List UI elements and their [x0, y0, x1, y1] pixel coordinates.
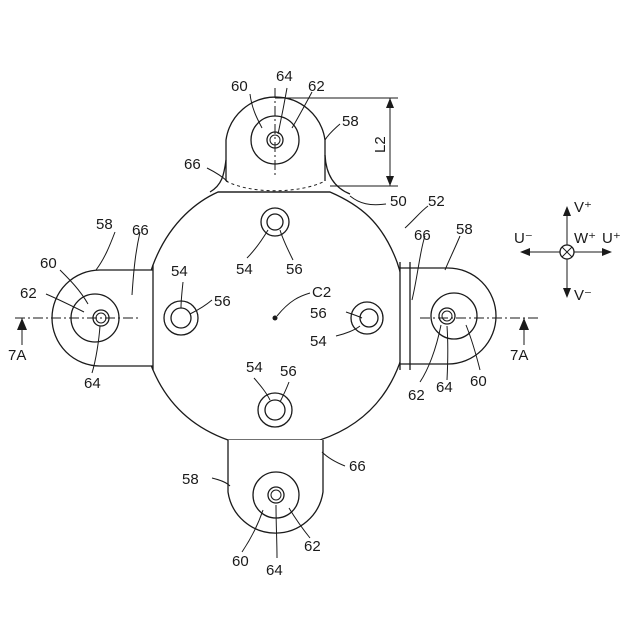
- ref-60-bottom: 60: [232, 553, 249, 570]
- ref-56-left: 56: [214, 293, 231, 310]
- ref-7a-right: 7A: [510, 347, 528, 364]
- ref-62-right: 62: [408, 387, 425, 404]
- axis-label-u-plus: U⁺: [602, 230, 621, 247]
- ref-64-bottom: 64: [266, 562, 283, 579]
- ref-60-right: 60: [470, 373, 487, 390]
- ref-58-left: 58: [96, 216, 113, 233]
- axis-label-v-minus: V⁻: [574, 287, 592, 304]
- section-marker-right: [519, 318, 529, 345]
- ref-60-left: 60: [40, 255, 57, 272]
- ref-7a-left: 7A: [8, 347, 26, 364]
- center-point-c2: [273, 316, 278, 321]
- ref-54-top: 54: [236, 261, 253, 278]
- ref-64-top: 64: [276, 68, 293, 85]
- ref-54-left: 54: [171, 263, 188, 280]
- ref-l2: L2: [372, 136, 389, 153]
- ref-60-top: 60: [231, 78, 248, 95]
- ref-66-right: 66: [414, 227, 431, 244]
- axis-label-v-plus: V⁺: [574, 199, 592, 216]
- bottom-lug: [228, 440, 323, 533]
- ref-58-top: 58: [342, 113, 359, 130]
- ref-56-right: 56: [310, 305, 327, 322]
- ref-c2: C2: [312, 284, 331, 301]
- axis-label-u-minus: U⁻: [514, 230, 533, 247]
- ref-58-bottom: 58: [182, 471, 199, 488]
- ref-62-left: 62: [20, 285, 37, 302]
- ref-66-left: 66: [132, 222, 149, 239]
- axis-symbol: [520, 206, 612, 298]
- ref-54-bottom: 54: [246, 359, 263, 376]
- ref-50: 50: [390, 193, 407, 210]
- ref-66-bottom: 66: [349, 458, 366, 475]
- ref-64-left: 64: [84, 375, 101, 392]
- ref-62-top: 62: [308, 78, 325, 95]
- ref-64-right: 64: [436, 379, 453, 396]
- ref-66-top: 66: [184, 156, 201, 173]
- ref-56-top: 56: [286, 261, 303, 278]
- ref-56-bottom: 56: [280, 363, 297, 380]
- axis-label-w-plus: W⁺: [574, 230, 596, 247]
- ref-54-right: 54: [310, 333, 327, 350]
- ref-62-bottom: 62: [304, 538, 321, 555]
- ref-58-right: 58: [456, 221, 473, 238]
- left-lug: [15, 265, 153, 370]
- section-marker-left: [17, 318, 27, 345]
- top-lug: [210, 88, 350, 194]
- ref-52: 52: [428, 193, 445, 210]
